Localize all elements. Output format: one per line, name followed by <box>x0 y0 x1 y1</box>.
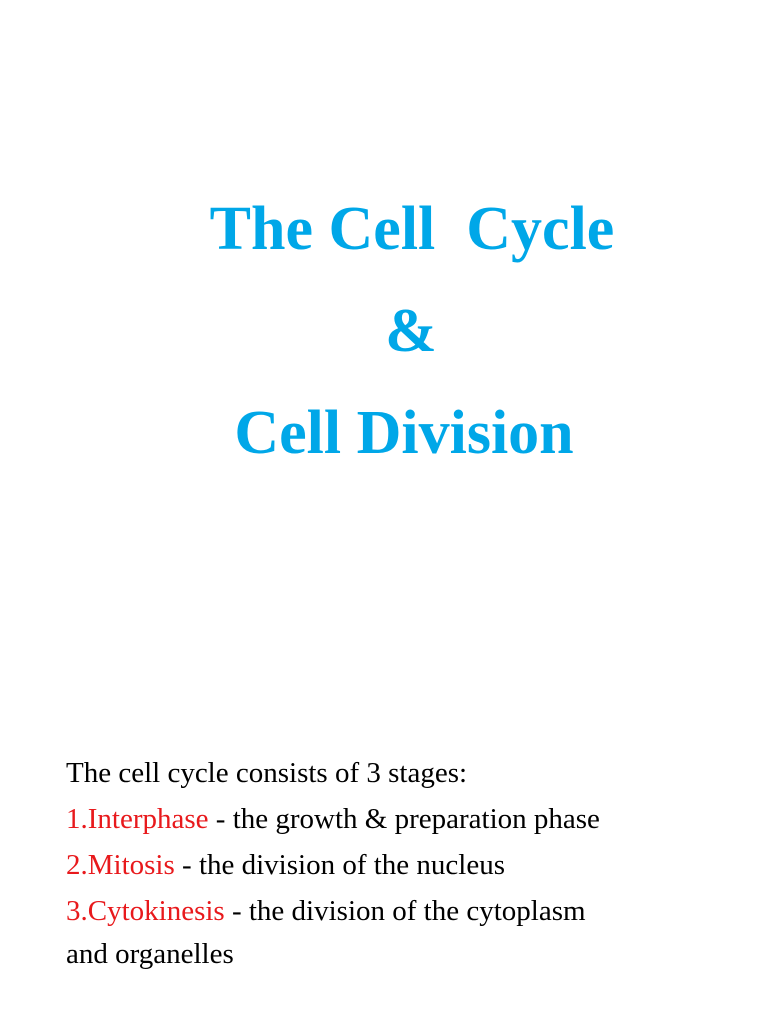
list-item-interphase: 1.Interphase - the growth & preparation … <box>66 796 746 842</box>
list-item-cytokinesis-continued: and organelles <box>66 938 234 970</box>
page-title: The Cell Cycle & Cell Division <box>0 178 768 484</box>
desc-mitosis: - the division of the nucleus <box>174 849 505 881</box>
title-line-cell-cycle: The Cell Cycle <box>209 195 615 263</box>
title-line-ampersand: & <box>385 297 437 365</box>
term-interphase: 1.Interphase <box>66 803 209 835</box>
term-mitosis: 2.Mitosis <box>66 849 175 881</box>
desc-cytokinesis: - the division of the cytoplasm <box>224 895 586 927</box>
term-cytokinesis: 3.Cytokinesis <box>66 895 225 927</box>
intro-text: The cell cycle consists of 3 stages: <box>66 757 468 789</box>
stages-list: The cell cycle consists of 3 stages: 1.I… <box>66 750 746 976</box>
title-line-cell-division: Cell Division <box>234 399 574 467</box>
list-item-cytokinesis: 3.Cytokinesis - the division of the cyto… <box>66 888 746 934</box>
list-item-mitosis: 2.Mitosis - the division of the nucleus <box>66 842 746 888</box>
desc-interphase: - the growth & preparation phase <box>208 803 600 835</box>
